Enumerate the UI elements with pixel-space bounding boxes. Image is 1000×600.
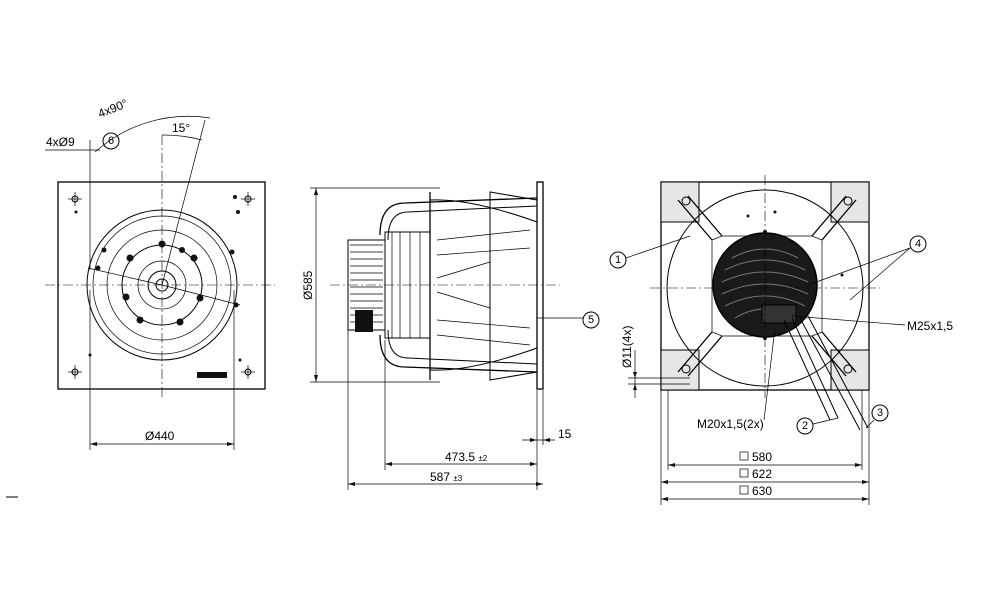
front-inlet-outer (86, 209, 238, 361)
front-view: 4x90° 15° 4xØ9 6 Ø440 (45, 96, 275, 450)
rear-gland-1 (783, 317, 839, 421)
front-corner-holes (68, 192, 255, 379)
rear-tube-tl (677, 195, 723, 241)
front-hub-inner (155, 278, 169, 292)
label-thread-m25: M25x1,5 (907, 319, 953, 333)
callout-1: 1 (615, 254, 621, 266)
callout-5-circle (582, 311, 600, 329)
callout-2-circle (796, 417, 814, 435)
rear-view: 1 4 M25x1,5 M20x1,5(2x) 2 3 Ø11(4x) (609, 175, 953, 505)
callout-1-circle (609, 251, 627, 269)
callout-1-leader (625, 235, 691, 259)
front-impeller (106, 229, 218, 341)
side-tube-top-2 (387, 205, 538, 241)
front-arc-90 (94, 115, 211, 153)
rear-gland-2 (799, 315, 869, 431)
side-band-top (429, 199, 538, 223)
label-len-587: 587 ±3 (430, 470, 463, 484)
side-terminal-box (355, 310, 373, 332)
callout-3-circle (871, 404, 889, 422)
label-angle-4x90: 4x90° (96, 96, 130, 121)
callout-2: 2 (802, 420, 808, 432)
label-thread-m20: M20x1,5(2x) (697, 417, 764, 431)
side-tube-bottom (379, 334, 538, 373)
front-nameplate (197, 372, 227, 378)
label-dia-440: Ø440 (145, 429, 175, 443)
callout-4-leader-b (849, 247, 911, 301)
square-symbol-580 (739, 451, 749, 461)
label-len-15: 15 (558, 427, 572, 441)
front-ray-1 (87, 267, 163, 286)
callout-4-leader-a (807, 247, 911, 286)
front-arc-15 (161, 134, 203, 141)
label-sq-580: 580 (752, 450, 772, 464)
side-plate (536, 181, 544, 390)
rear-tube-bl (677, 331, 723, 377)
front-ray-2 (161, 284, 241, 306)
side-blade-3 (436, 319, 531, 329)
callout-2-leader (812, 417, 839, 425)
square-symbol-622 (739, 468, 749, 478)
callout-3: 3 (877, 407, 883, 419)
side-band-bottom (429, 347, 538, 371)
label-holes-11: Ø11(4x) (620, 326, 634, 368)
side-blade-4 (436, 334, 531, 346)
label-sq-630: 630 (752, 484, 772, 498)
callout-4-circle (909, 235, 927, 253)
callout-3-leader (865, 419, 875, 429)
front-hub-outer (137, 260, 187, 310)
callout-6-circle (102, 132, 120, 150)
side-blade-top (436, 229, 531, 241)
label-dia-585: Ø585 (301, 270, 315, 300)
side-blade-2 (436, 247, 531, 256)
side-view: Ø585 5 15 473.5 ±2 587 ±3 (301, 181, 600, 490)
label-len-473-5: 473.5 ±2 (445, 450, 488, 464)
label-holes-4x9: 4xØ9 (46, 135, 75, 149)
thread-m20-leader (763, 327, 776, 421)
label-angle-15: 15° (172, 121, 190, 135)
front-square-plate (57, 181, 266, 390)
side-inlet-cone (489, 191, 538, 381)
rear-tube-tr (811, 195, 857, 241)
front-15-line (161, 119, 206, 286)
side-tube-bottom-2 (387, 329, 538, 365)
front-hub (147, 270, 177, 300)
side-tube-top (379, 197, 538, 236)
side-inner-cone (436, 261, 491, 309)
front-inlet-ring (92, 215, 232, 355)
square-symbol-630 (739, 485, 749, 495)
callout-5: 5 (588, 314, 594, 326)
callout-4: 4 (915, 238, 921, 250)
thread-m25-leader (791, 315, 906, 326)
rear-terminal-box (761, 304, 797, 324)
front-plate-holes (74, 195, 242, 362)
label-sq-622: 622 (752, 467, 772, 481)
callout-6: 6 (108, 135, 114, 147)
